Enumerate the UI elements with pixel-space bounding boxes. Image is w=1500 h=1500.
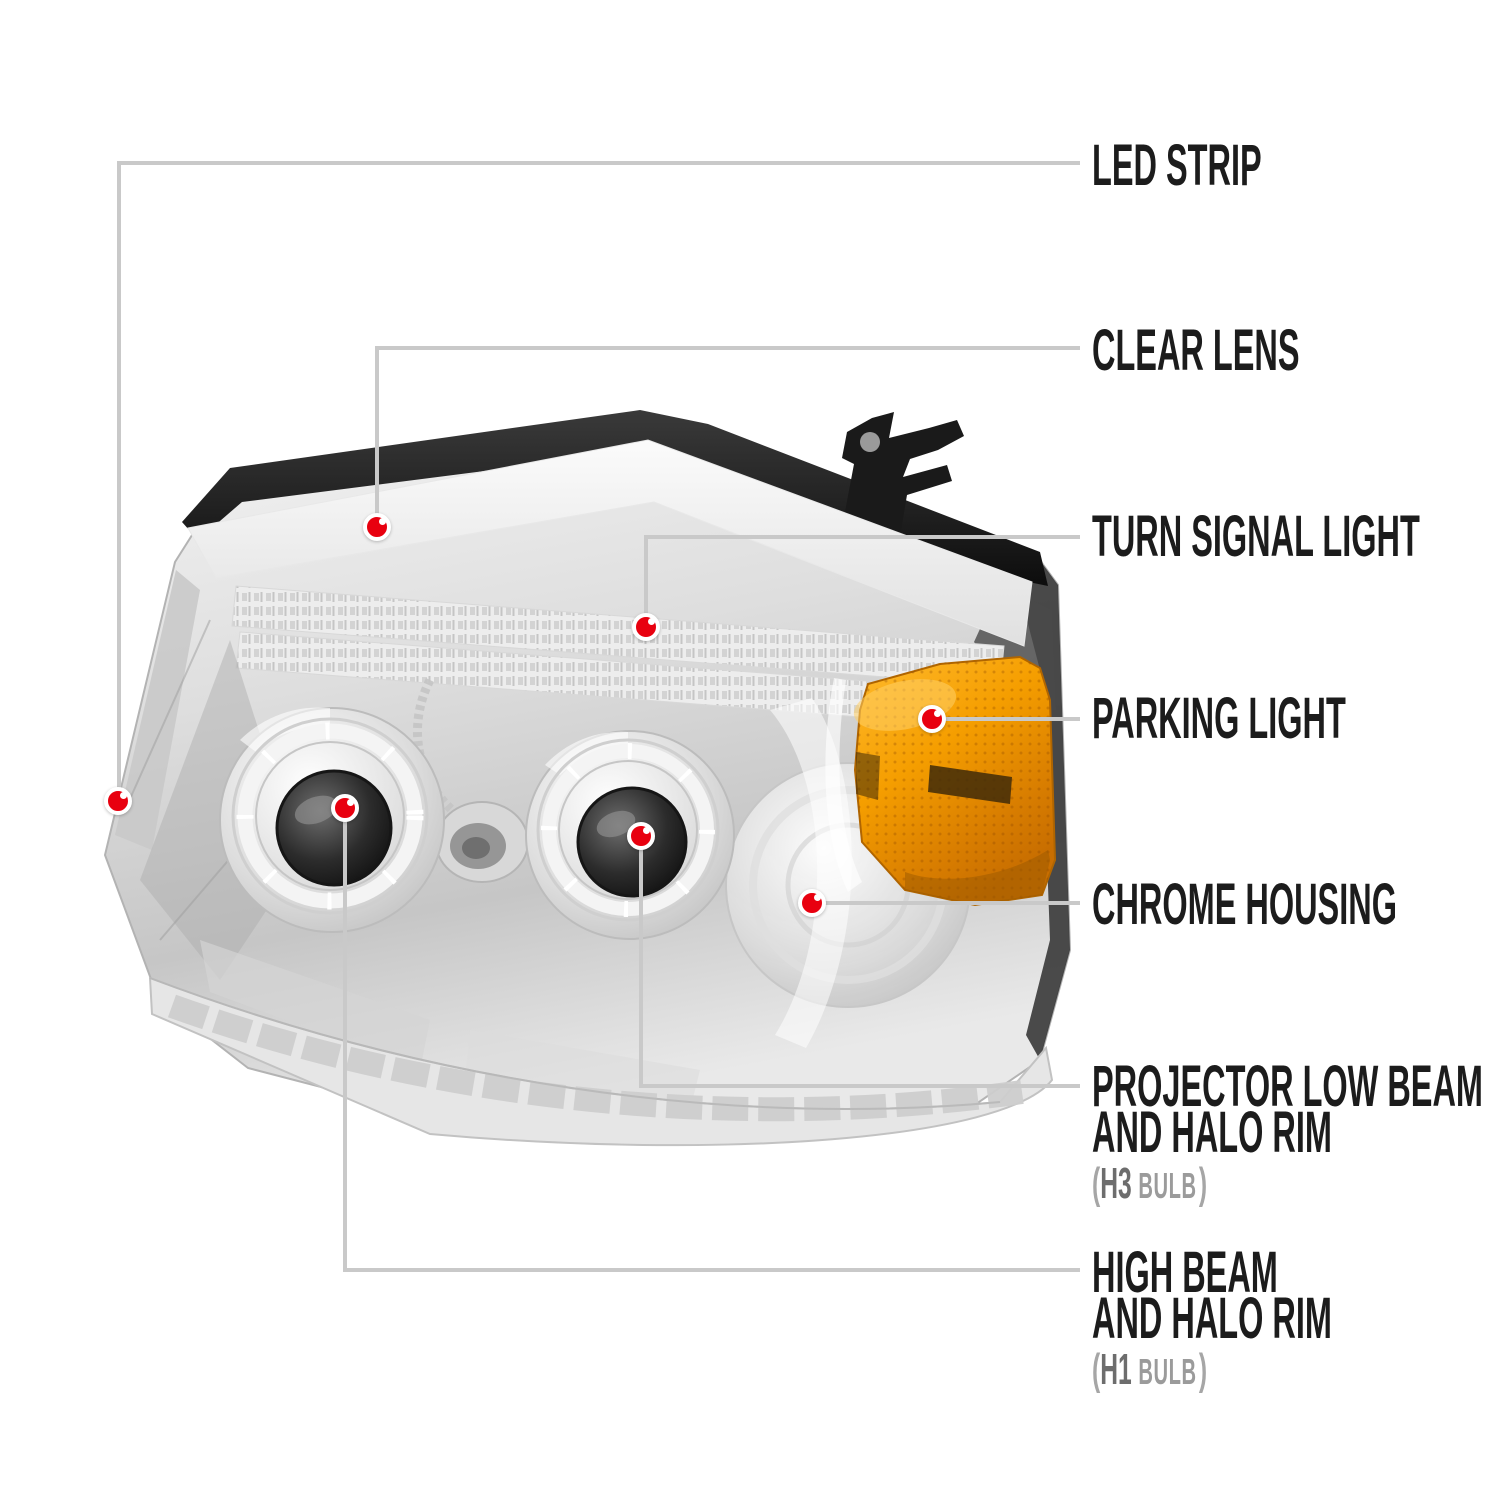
note-close-paren: ) bbox=[1198, 1159, 1208, 1208]
callout-line-high-beam-h bbox=[343, 1268, 1080, 1272]
callout-dot-clear-lens bbox=[363, 513, 391, 541]
callout-line-parking-light-h bbox=[932, 717, 1080, 721]
callout-line-chrome-housing-h bbox=[812, 901, 1080, 905]
callout-line-turn-signal-h bbox=[644, 535, 1080, 539]
bracket-hole bbox=[860, 432, 880, 452]
callout-line-clear-lens-v bbox=[375, 346, 379, 527]
callout-line-led-strip-h bbox=[117, 161, 1080, 165]
clear-lens-band bbox=[187, 439, 1033, 647]
left-facet bbox=[115, 570, 200, 850]
callout-line-led-strip-v bbox=[117, 161, 121, 801]
callout-line-projector-h bbox=[639, 1084, 1080, 1088]
label-turn-signal-light: TURN SIGNAL LIGHT bbox=[1092, 504, 1420, 569]
bulb-code: H3 bbox=[1100, 1159, 1132, 1208]
callout-dot-projector-low-beam bbox=[627, 822, 655, 850]
label-led-strip: LED STRIP bbox=[1092, 133, 1262, 198]
callout-dot-high-beam bbox=[331, 794, 359, 822]
lower-facet bbox=[200, 940, 430, 1070]
label-line-2: AND HALO RIM bbox=[1092, 1100, 1332, 1165]
label-parking-light: PARKING LIGHT bbox=[1092, 686, 1346, 751]
facet-line bbox=[124, 619, 211, 811]
label-line-1: HIGH BEAM bbox=[1092, 1240, 1278, 1305]
bulb-word: BULB bbox=[1138, 1351, 1197, 1392]
callout-line-high-beam-v bbox=[343, 808, 347, 1270]
bulb-word: BULB bbox=[1138, 1165, 1197, 1206]
callout-dot-parking-light bbox=[918, 705, 946, 733]
label-line-2: AND HALO RIM bbox=[1092, 1286, 1332, 1351]
headlight-illustration bbox=[103, 410, 1072, 1147]
high-beam-projector bbox=[219, 707, 445, 933]
top-trim bbox=[182, 410, 1048, 586]
callout-line-projector-v bbox=[639, 836, 643, 1086]
housing-right-edge bbox=[1016, 555, 1070, 1060]
note-close-paren: ) bbox=[1198, 1345, 1208, 1394]
callout-dot-led-strip bbox=[104, 787, 132, 815]
bulb-code: H1 bbox=[1100, 1345, 1132, 1394]
label-clear-lens: CLEAR LENS bbox=[1092, 318, 1300, 383]
label-chrome-housing: CHROME HOUSING bbox=[1092, 872, 1397, 937]
callout-line-clear-lens-h bbox=[375, 346, 1080, 350]
note-open-paren: ( bbox=[1092, 1345, 1101, 1394]
callout-dot-chrome-housing bbox=[798, 889, 826, 917]
note-open-paren: ( bbox=[1092, 1159, 1101, 1208]
bottom-led-strip bbox=[167, 994, 1024, 1122]
lower-facet bbox=[465, 1030, 700, 1110]
horn-core bbox=[462, 837, 490, 859]
callout-line-turn-signal-v bbox=[644, 535, 648, 627]
callout-dot-turn-signal bbox=[632, 613, 660, 641]
label-line-1: PROJECTOR LOW BEAM bbox=[1092, 1054, 1483, 1119]
bottom-lip-edge bbox=[149, 977, 1001, 1110]
